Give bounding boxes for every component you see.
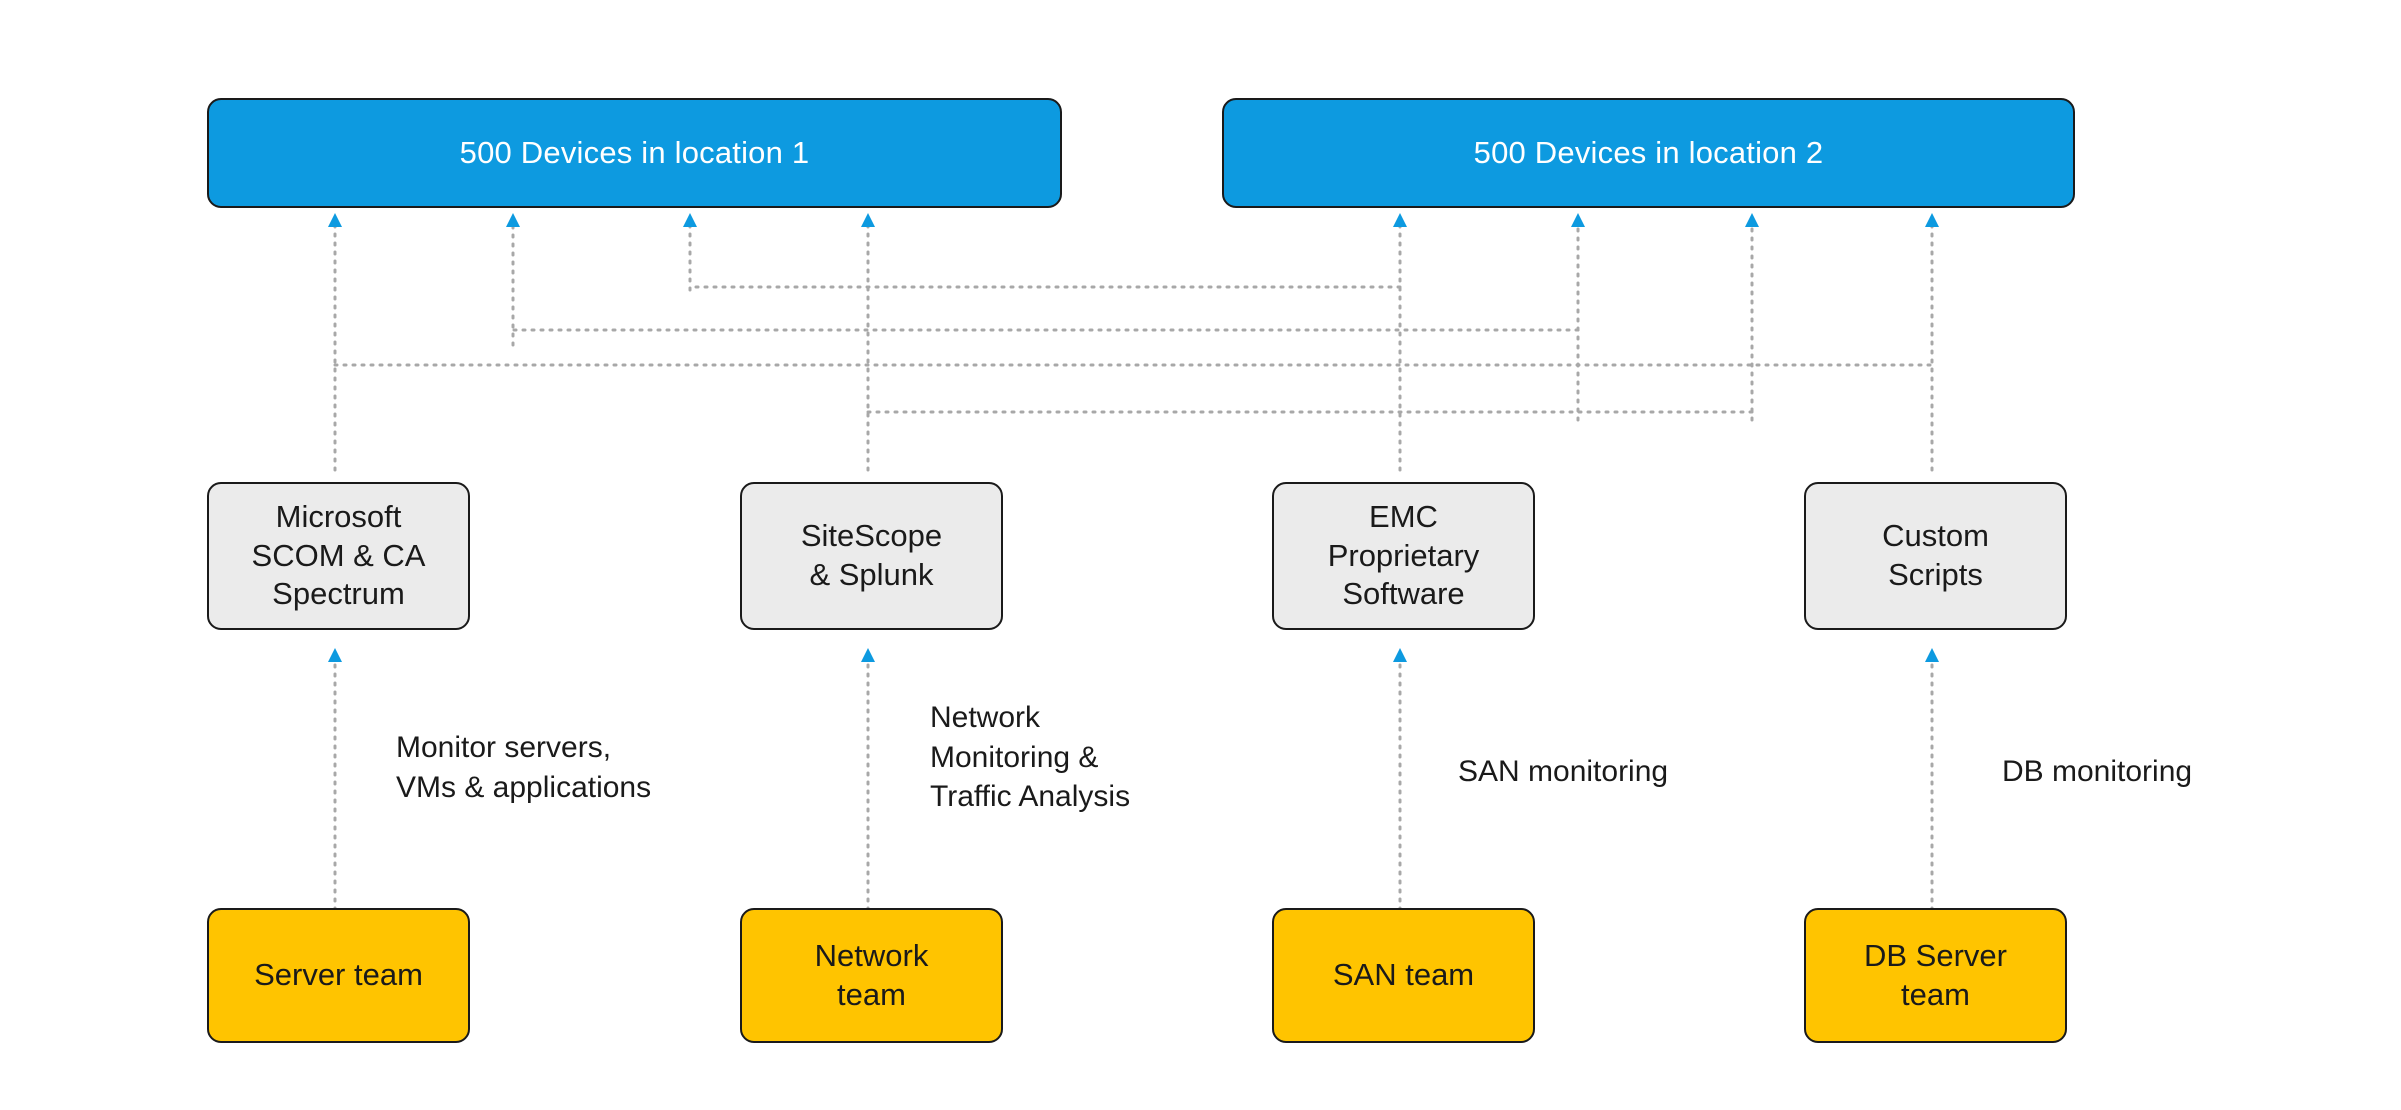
node-custom-scripts[interactable]: Custom Scripts: [1804, 482, 2067, 630]
node-network-team-label: Network team: [814, 937, 929, 1012]
edge-label-monitor-servers: Monitor servers, VMs & applications: [396, 731, 652, 804]
node-san-team-label: SAN team: [1332, 957, 1475, 993]
node-db-server-team-label: DB Server team: [1864, 937, 2007, 1012]
edge-label-db-monitoring: DB monitoring: [2002, 755, 2193, 788]
node-network-team[interactable]: Network team: [740, 908, 1003, 1043]
node-sitescope-splunk[interactable]: SiteScope & Splunk: [740, 482, 1003, 630]
node-db-server-team[interactable]: DB Server team: [1804, 908, 2067, 1043]
node-microsoft-scom-ca-spectrum-label: Microsoft SCOM & CA Spectrum: [251, 498, 426, 612]
node-sitescope-splunk-label: SiteScope & Splunk: [800, 518, 943, 592]
node-emc-proprietary-software[interactable]: EMC Proprietary Software: [1272, 482, 1535, 630]
node-devices-location-1[interactable]: 500 Devices in location 1: [207, 98, 1062, 208]
node-devices-location-2[interactable]: 500 Devices in location 2: [1222, 98, 2075, 208]
edge-label-san-monitoring: SAN monitoring: [1458, 755, 1669, 788]
edge-label-network-monitoring: Network Monitoring & Traffic Analysis: [930, 701, 1131, 814]
node-server-team[interactable]: Server team: [207, 908, 470, 1043]
node-devices-location-2-label: 500 Devices in location 2: [1473, 134, 1824, 170]
node-devices-location-1-label: 500 Devices in location 1: [459, 134, 810, 170]
node-server-team-label: Server team: [254, 957, 423, 993]
node-microsoft-scom-ca-spectrum[interactable]: Microsoft SCOM & CA Spectrum: [207, 482, 470, 630]
node-san-team[interactable]: SAN team: [1272, 908, 1535, 1043]
node-custom-scripts-label: Custom Scripts: [1882, 518, 1989, 592]
node-emc-proprietary-software-label: EMC Proprietary Software: [1327, 498, 1480, 612]
